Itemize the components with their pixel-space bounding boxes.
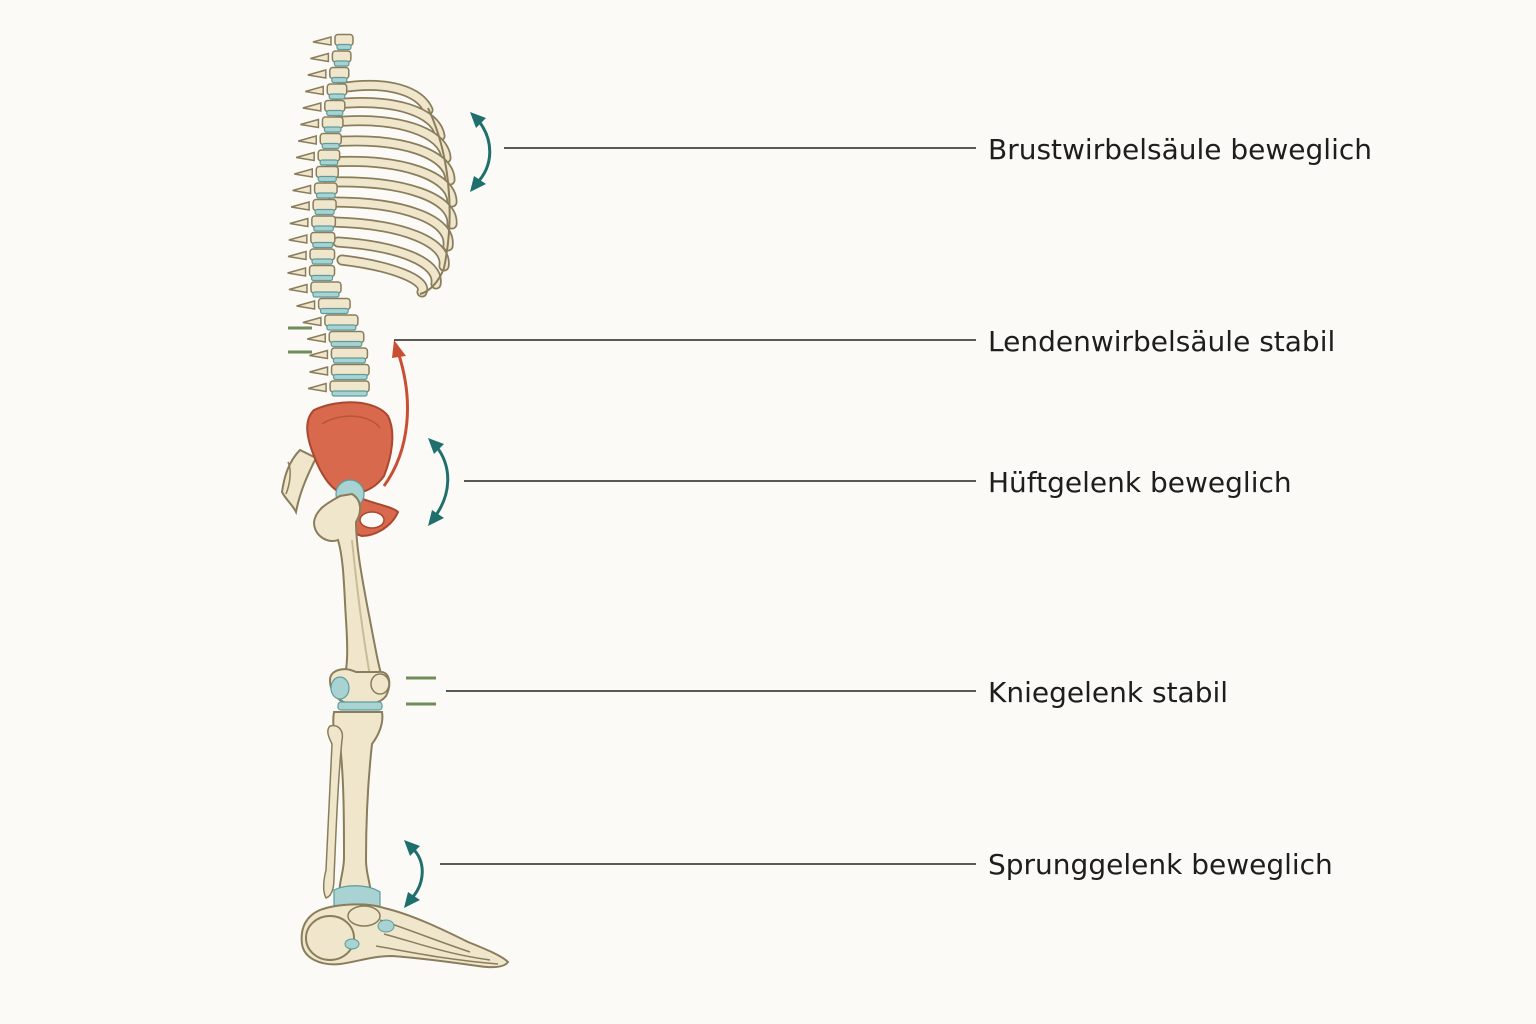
spinous-process xyxy=(309,366,329,376)
spinous-process xyxy=(307,382,327,393)
spinous-process xyxy=(289,217,309,228)
vertebra xyxy=(330,347,369,360)
intervertebral-disc xyxy=(336,43,352,51)
spinous-process xyxy=(310,52,330,63)
intervertebral-disc xyxy=(319,159,339,166)
vertebra xyxy=(326,83,348,96)
vertebra xyxy=(310,231,336,245)
vertebra xyxy=(328,330,365,344)
label-thoracic-spine: Brustwirbelsäule beweglich xyxy=(988,133,1373,166)
vertebra xyxy=(315,165,340,179)
vertebra xyxy=(310,281,342,294)
pelvis-highlight xyxy=(306,401,394,496)
spinous-process xyxy=(298,135,317,145)
intervertebral-disc xyxy=(328,93,346,100)
vertebra xyxy=(329,66,350,80)
pelvic-tilt-arrow-icon xyxy=(382,340,409,487)
vertebra xyxy=(317,297,351,311)
spinous-process xyxy=(288,234,308,244)
lumbar-stable-marker-icon xyxy=(288,326,312,354)
spinous-process xyxy=(296,300,316,310)
vertebra xyxy=(324,314,359,327)
spinous-process xyxy=(295,151,315,162)
intervertebral-disc xyxy=(310,274,334,282)
spinous-process xyxy=(290,201,310,211)
intervertebral-disc xyxy=(321,142,340,150)
intervertebral-disc xyxy=(311,258,334,265)
vertebral-column xyxy=(287,33,370,397)
intervertebral-disc xyxy=(312,291,340,298)
spinous-process xyxy=(305,85,324,96)
knee-joint xyxy=(328,668,391,711)
intervertebral-disc xyxy=(331,390,368,397)
knee-stable-marker-icon xyxy=(406,676,436,706)
spinous-process xyxy=(300,118,320,129)
ankle-mobility-arrow-icon xyxy=(404,840,424,908)
spinous-process xyxy=(307,333,327,343)
vertebra xyxy=(330,363,370,377)
pelvis xyxy=(280,401,400,538)
leader-lines xyxy=(394,147,976,865)
spinous-process xyxy=(302,102,322,112)
label-knee-joint: Kniegelenk stabil xyxy=(988,676,1229,709)
vertebra xyxy=(334,33,354,47)
vertebra xyxy=(317,149,341,162)
lower-leg xyxy=(322,711,384,899)
intervertebral-disc xyxy=(313,225,334,232)
intervertebral-disc xyxy=(333,60,350,67)
spinous-process xyxy=(287,267,307,277)
vertebra xyxy=(313,182,338,195)
intervertebral-disc xyxy=(332,373,368,381)
vertebra xyxy=(331,50,352,63)
foot xyxy=(300,885,510,969)
label-hip-joint: Hüftgelenk beweglich xyxy=(988,466,1292,499)
spinous-process xyxy=(292,184,312,195)
thoracic-mobility-arrow-icon xyxy=(470,112,492,192)
vertebra xyxy=(329,380,370,393)
intervertebral-disc xyxy=(326,324,357,331)
vertebra xyxy=(324,99,346,113)
vertebra xyxy=(319,132,342,146)
intervertebral-disc xyxy=(326,109,344,117)
intervertebral-disc xyxy=(312,241,334,249)
intervertebral-disc xyxy=(332,357,367,364)
intervertebral-disc xyxy=(315,192,336,199)
intervertebral-disc xyxy=(317,175,337,183)
spinous-process xyxy=(309,349,329,360)
hip-mobility-arrow-icon xyxy=(428,438,450,526)
intervertebral-disc xyxy=(330,340,363,348)
spinous-process xyxy=(294,168,314,178)
intervertebral-disc xyxy=(331,76,348,84)
vertebra xyxy=(308,264,336,278)
label-lumbar-spine: Lendenwirbelsäule stabil xyxy=(988,325,1336,358)
intervertebral-disc xyxy=(319,307,349,315)
rib-cage xyxy=(324,80,458,298)
vertebra xyxy=(321,116,344,129)
intervertebral-disc xyxy=(323,126,342,133)
vertebra xyxy=(309,248,336,261)
vertebra xyxy=(311,215,337,228)
label-ankle-joint: Sprunggelenk beweglich xyxy=(988,848,1333,881)
spinous-process xyxy=(307,69,327,79)
spinous-process xyxy=(287,250,307,261)
intervertebral-disc xyxy=(314,208,335,216)
spinous-process xyxy=(302,316,322,327)
spinous-process xyxy=(312,36,332,46)
spinous-process xyxy=(288,283,308,294)
vertebra xyxy=(312,198,337,212)
